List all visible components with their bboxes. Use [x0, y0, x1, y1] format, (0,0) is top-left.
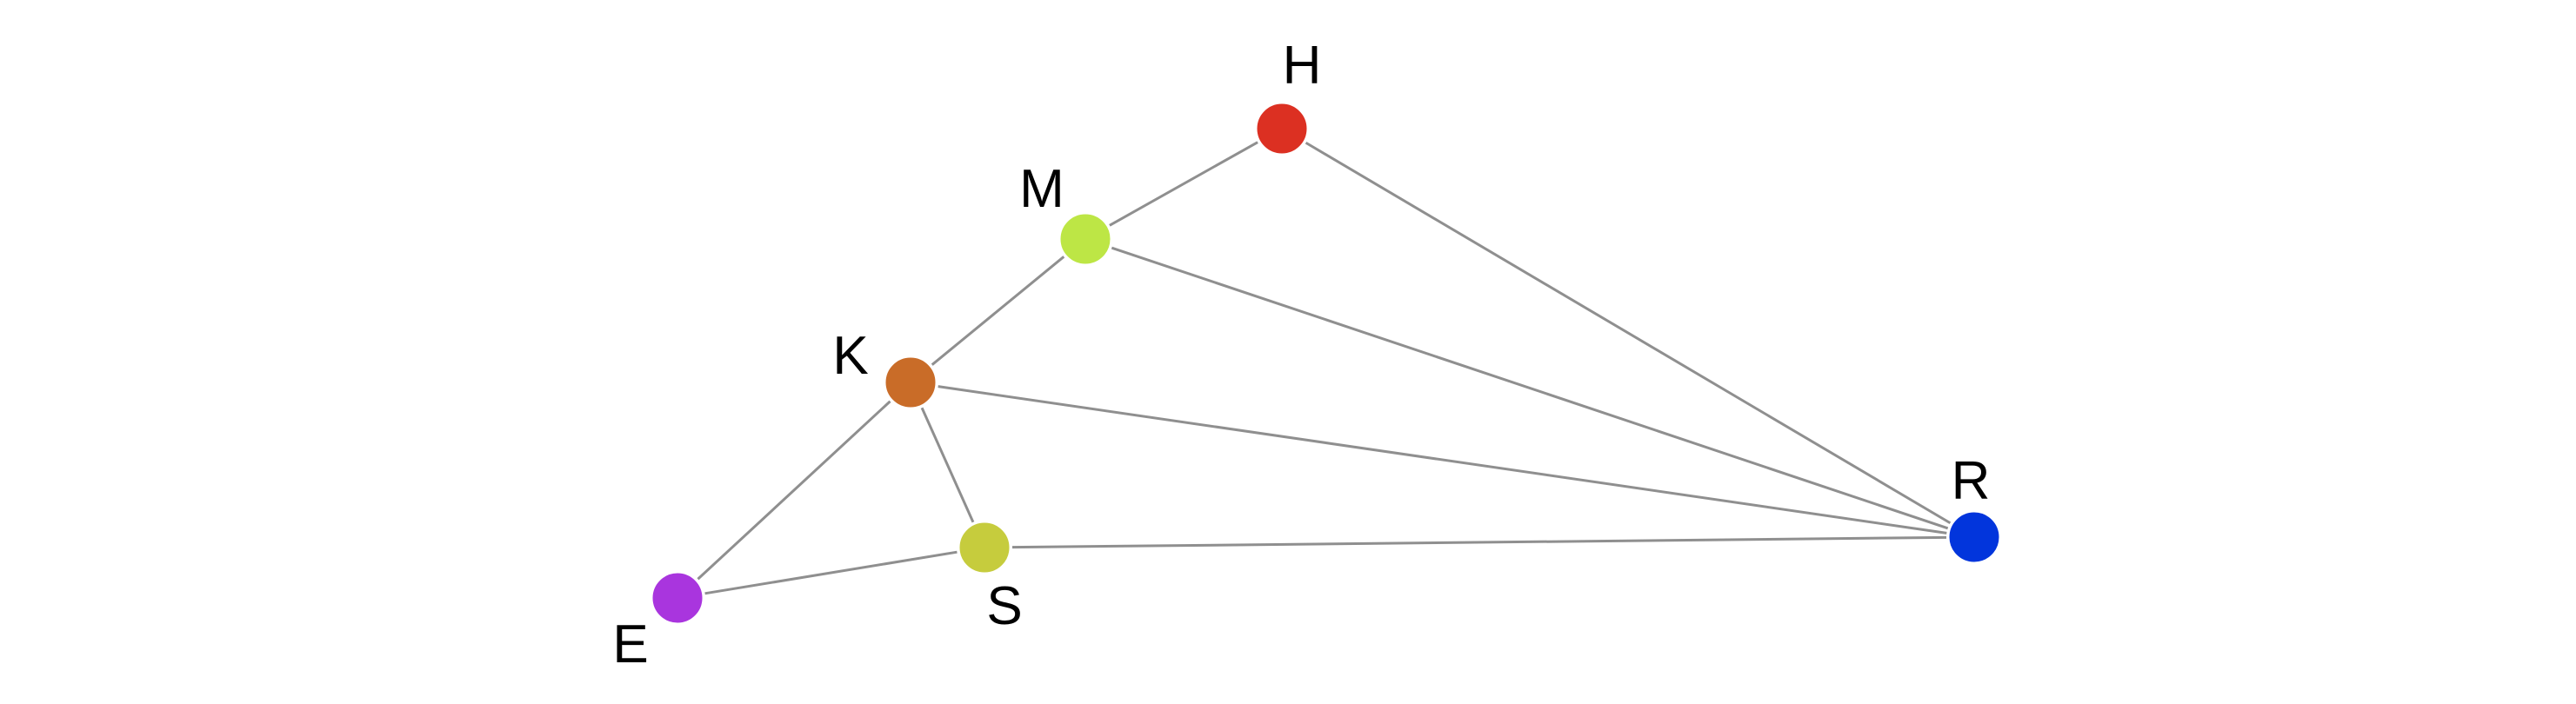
node-k: [883, 355, 938, 410]
node-m: [1058, 211, 1113, 267]
edge-m-k: [931, 256, 1065, 366]
node-label-k: K: [832, 326, 868, 386]
node-label-h: H: [1283, 36, 1322, 96]
node-h: [1254, 101, 1310, 156]
edge-s-e: [704, 550, 958, 595]
edge-m-r: [1111, 246, 1949, 530]
node-e: [650, 570, 705, 626]
edge-k-s: [920, 407, 975, 523]
edge-k-r: [938, 385, 1947, 535]
node-label-r: R: [1952, 451, 1991, 511]
edges-layer: [697, 141, 1952, 595]
node-label-m: M: [1019, 159, 1064, 219]
node-label-s: S: [986, 576, 1022, 636]
edge-s-r: [1011, 535, 1947, 549]
edge-h-r: [1305, 141, 1952, 525]
nodes-layer: [650, 101, 2002, 626]
labels-layer: H M K S E R: [612, 36, 1990, 674]
node-label-e: E: [612, 614, 648, 674]
node-r: [1946, 509, 2002, 565]
node-s: [957, 520, 1012, 575]
edge-h-m: [1109, 141, 1258, 227]
edge-k-e: [697, 400, 891, 581]
